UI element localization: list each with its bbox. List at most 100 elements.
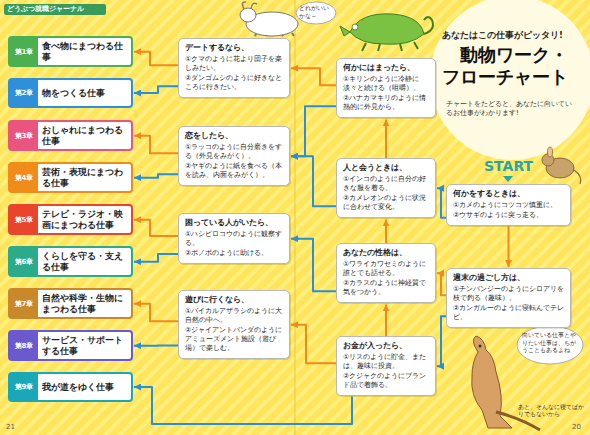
option-text: ②ボノボのように助ける。 bbox=[185, 249, 284, 258]
chapter-name: くらしを守る・支える仕事 bbox=[38, 248, 131, 275]
question-heading: 何かにはまったら、 bbox=[343, 63, 430, 73]
option-text: ①クマのように花より団子を楽しみたい。 bbox=[185, 55, 284, 73]
subtitle: あなたはこの仕事がピッタリ! bbox=[442, 30, 587, 41]
chapter-name: サービス・サポートする仕事 bbox=[38, 332, 131, 359]
flow-arrow bbox=[437, 188, 446, 218]
description: チャートをたどると、あなたに向いているお仕事がわかります! bbox=[446, 100, 578, 118]
flow-arrow bbox=[134, 220, 178, 236]
option-text: ①キリンのように冷静に淡々と続ける（咀嚼）。 bbox=[343, 75, 430, 93]
chapter-box: 第2章物をつくる仕事 bbox=[8, 78, 133, 108]
option-text: ②ジャイアントパンダのようにアミューズメント施設（遊び場）で楽しむ。 bbox=[185, 326, 284, 353]
chapter-number: 第1章 bbox=[10, 38, 38, 65]
chart-title: 動物ワーク・フローチャート bbox=[442, 44, 572, 87]
option-text: ①ラッコのように自分磨きをする（外見をみがく）。 bbox=[185, 143, 284, 161]
chameleon-legs bbox=[362, 42, 418, 51]
note-text: あと、そんなに寝てばかりでもないから bbox=[518, 404, 584, 418]
chapter-number: 第7章 bbox=[10, 290, 38, 317]
question-heading: 何かをするときは、 bbox=[453, 189, 565, 199]
jerboa-illustration bbox=[542, 147, 581, 184]
option-text: ②カメレオンのように状況に合わせて変化。 bbox=[343, 194, 430, 212]
question-box: 人と会うときは、 ①インコのように自分の好きな服を着る。②カメレオンのように状況に… bbox=[336, 158, 436, 218]
question-box: お金が入ったら、 ①リスのように貯金、または、趣味に投資。②クジャクのようにブラン… bbox=[336, 336, 436, 396]
chapter-number: 第9章 bbox=[10, 374, 38, 400]
flow-arrow bbox=[291, 68, 336, 85]
chapter-box: 第3章おしゃれにまつわる仕事 bbox=[8, 120, 133, 151]
bubble-text: 向いている仕事とやりたい仕事は、ちがうこともあるよね bbox=[522, 331, 578, 354]
chapter-number: 第6章 bbox=[10, 248, 38, 275]
option-text: ①ワライカワセミのように誰とでも話せる。 bbox=[343, 260, 430, 278]
flow-arrow bbox=[385, 119, 387, 158]
question-heading: あなたの性格は、 bbox=[343, 248, 430, 258]
option-text: ①リスのように貯金、または、趣味に投資。 bbox=[343, 353, 430, 371]
flow-arrow bbox=[437, 273, 446, 295]
chameleon-illustration bbox=[340, 14, 433, 51]
flow-arrow bbox=[134, 387, 352, 424]
page-number: 20 bbox=[572, 423, 588, 432]
chapter-name: 我が道をゆく仕事 bbox=[38, 374, 131, 400]
flow-arrow bbox=[291, 106, 336, 156]
question-heading: 人と会うときは、 bbox=[343, 163, 430, 173]
question-heading: 遊びに行くなら、 bbox=[185, 295, 284, 305]
goat-illustration bbox=[240, 2, 336, 36]
flow-arrow bbox=[134, 86, 178, 93]
speech-bubble bbox=[296, 2, 336, 24]
flow-arrow bbox=[291, 325, 336, 363]
question-box: 恋をしたら、 ①ラッコのように自分磨きをする（外見をみがく）。②ヤギのように紙を食… bbox=[178, 126, 290, 186]
chameleon-eye bbox=[352, 24, 358, 30]
chapter-number: 第2章 bbox=[10, 80, 38, 106]
flow-arrow bbox=[134, 254, 178, 262]
question-heading: 困っている人がいたら、 bbox=[185, 218, 284, 228]
chapter-box: 第5章テレビ・ラジオ・映画にまつわる仕事 bbox=[8, 204, 133, 235]
flow-arrow bbox=[437, 316, 446, 366]
option-text: ②ハナカマキリのように情熱的に外見から。 bbox=[343, 94, 430, 112]
goat-head bbox=[240, 8, 256, 22]
option-text: ②ヤギのように紙を食べる（本を読み、内面をみがく）。 bbox=[185, 162, 284, 180]
question-heading: お金が入ったら、 bbox=[343, 341, 430, 351]
question-box: 何かをするときは、 ①カメのようにコツコツ慎重に。②ウサギのように突っ走る。 bbox=[446, 184, 571, 226]
option-text: ②クジャクのようにブランド品で着飾る。 bbox=[343, 372, 430, 390]
chameleon-body bbox=[350, 14, 424, 44]
question-heading: 恋をしたら、 bbox=[185, 131, 284, 141]
chapter-box: 第1章食べ物にまつわる仕事 bbox=[8, 36, 133, 67]
option-text: ②ダンゴムシのように好きなところに行きたい。 bbox=[185, 74, 284, 92]
question-heading: 週末の過ごし方は、 bbox=[453, 273, 565, 283]
flow-arrow bbox=[291, 156, 336, 206]
question-box: 週末の過ごし方は、①チンパンジーのようにシロアリを枝で釣る（趣味）。②カンガルー… bbox=[446, 268, 571, 328]
title-circle bbox=[430, 0, 590, 160]
chapter-name: 自然や科学・生物にまつわる仕事 bbox=[38, 290, 131, 317]
chapter-number: 第4章 bbox=[10, 164, 38, 191]
chapter-name: 芸術・表現にまつわる仕事 bbox=[38, 164, 131, 191]
option-text: ①インコのように自分の好きな服を着る。 bbox=[343, 175, 430, 193]
chapter-box: 第4章芸術・表現にまつわる仕事 bbox=[8, 162, 133, 193]
option-text: ①カメのようにコツコツ慎重に。 bbox=[453, 201, 565, 210]
jerboa-tail bbox=[574, 170, 581, 184]
question-box: 困っている人がいたら、 ①ハシビロコウのように観察する。②ボノボのように助ける。 bbox=[178, 213, 290, 264]
chapter-name: おしゃれにまつわる仕事 bbox=[38, 122, 131, 149]
chapter-box: 第7章自然や科学・生物にまつわる仕事 bbox=[8, 288, 133, 319]
question-heading: デートするなら、 bbox=[185, 43, 284, 53]
flow-arrow bbox=[385, 304, 387, 336]
flow-arrow bbox=[134, 136, 178, 154]
option-text: ②カンガルーのように寝転んでテレビ。 bbox=[453, 304, 565, 322]
option-text: ①ハシビロコウのように観察する。 bbox=[185, 230, 284, 248]
header-tab: どうぶつ就職ジャーナル bbox=[4, 4, 106, 15]
start-arrowhead bbox=[503, 176, 513, 182]
chapter-name: 食べ物にまつわる仕事 bbox=[38, 38, 131, 65]
goat-legs bbox=[255, 33, 294, 36]
option-text: ②カラスのように神経質で気をつかう。 bbox=[343, 279, 430, 297]
chapter-name: 物をつくる仕事 bbox=[38, 80, 131, 106]
bubble-text: どれがいいかな～ bbox=[299, 4, 333, 19]
chameleon-head bbox=[340, 26, 350, 36]
flow-arrow bbox=[134, 174, 178, 177]
chapter-box: 第9章我が道をゆく仕事 bbox=[8, 372, 133, 402]
question-box: 何かにはまったら、 ①キリンのように冷静に淡々と続ける（咀嚼）。②ハナカマキリのよ… bbox=[336, 58, 436, 118]
flow-arrow bbox=[508, 226, 510, 267]
option-text: ②ウサギのように突っ走る。 bbox=[453, 211, 565, 220]
start-label: START bbox=[484, 158, 544, 176]
chapter-box: 第6章くらしを守る・支える仕事 bbox=[8, 246, 133, 277]
chapter-number: 第3章 bbox=[10, 122, 38, 149]
flow-arrow bbox=[385, 219, 387, 243]
goat-horns bbox=[242, 2, 257, 9]
